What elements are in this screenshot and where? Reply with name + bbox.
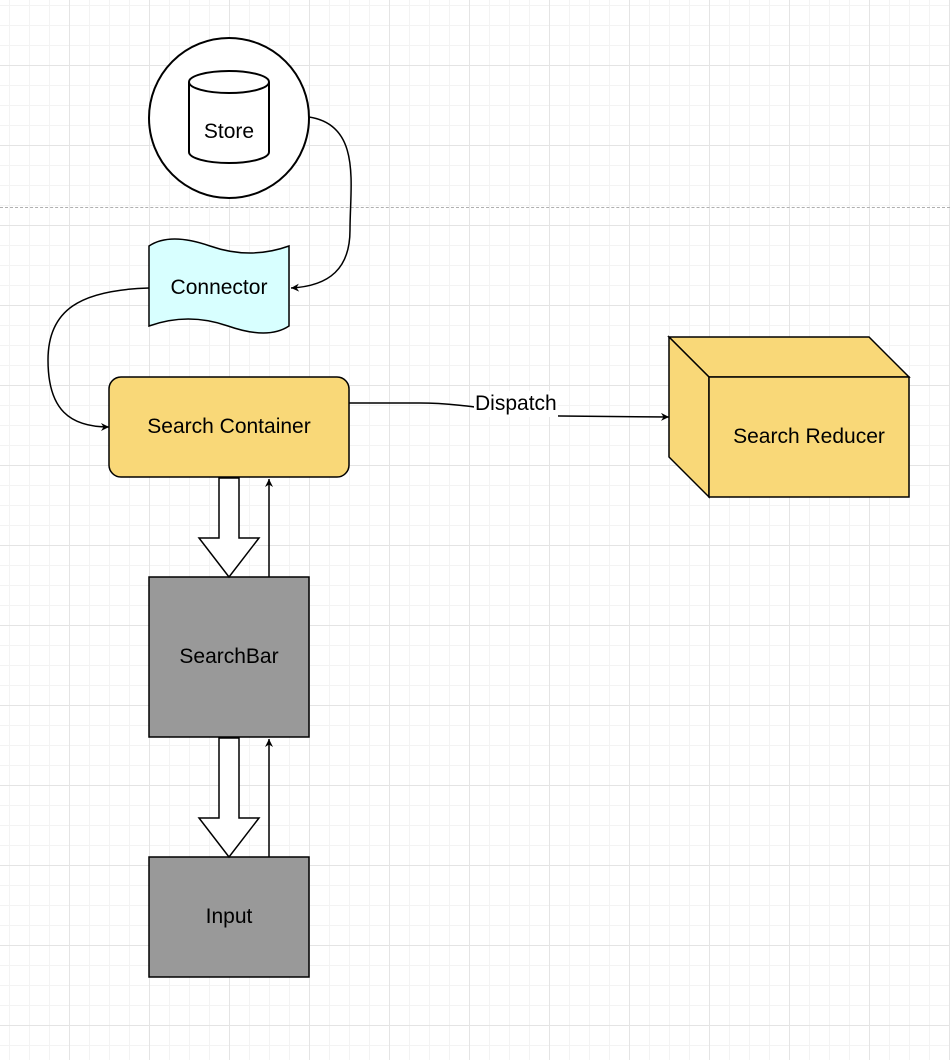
connector-label: Connector bbox=[170, 276, 268, 299]
input-node[interactable] bbox=[148, 856, 310, 978]
edge-store-to-connector[interactable] bbox=[290, 116, 352, 292]
connector-shape bbox=[148, 238, 290, 334]
dispatch-edge-label: Dispatch bbox=[474, 391, 558, 417]
page-break-line bbox=[0, 207, 950, 208]
search-reducer-label: Search Reducer bbox=[733, 425, 885, 448]
edge-connector-to-container[interactable] bbox=[47, 287, 150, 431]
block-arrow-container-to-searchbar[interactable] bbox=[197, 477, 261, 579]
store-node[interactable] bbox=[148, 37, 310, 199]
cube-top-face bbox=[667, 336, 911, 378]
search-reducer-node[interactable] bbox=[667, 335, 911, 499]
searchbar-label: SearchBar bbox=[179, 645, 279, 668]
searchbar-node[interactable] bbox=[148, 576, 310, 738]
search-container-label: Search Container bbox=[147, 415, 311, 438]
connector-node[interactable] bbox=[148, 238, 290, 334]
searchbar-shape bbox=[148, 576, 310, 738]
store-label: Store bbox=[203, 120, 255, 143]
cube-front-face bbox=[708, 376, 910, 498]
block-arrow-searchbar-to-input[interactable] bbox=[197, 737, 261, 859]
input-shape bbox=[148, 856, 310, 978]
input-label: Input bbox=[205, 905, 253, 928]
database-cylinder-icon bbox=[188, 70, 270, 164]
